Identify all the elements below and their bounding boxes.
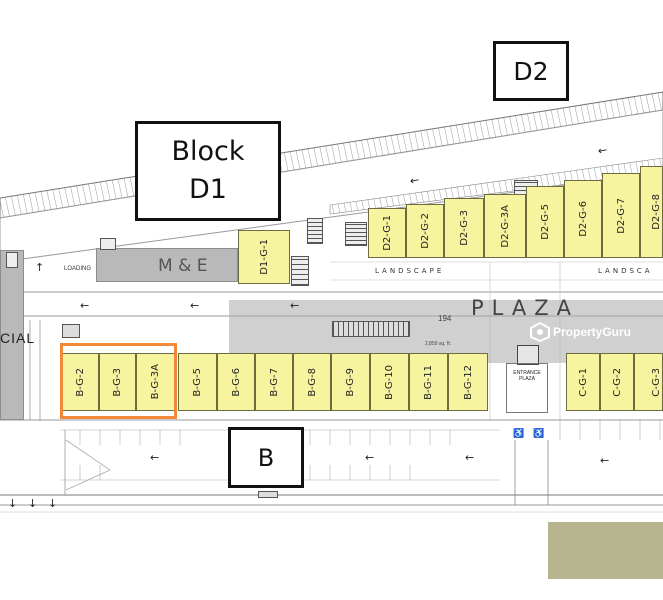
unit-d2-g-6[interactable]: D2-G-6 xyxy=(564,180,602,258)
arrow-left-icon: ← xyxy=(190,299,200,312)
entrance-plaza-line1: ENTRANCE xyxy=(513,370,541,376)
block-d1-line2: D1 xyxy=(189,174,227,205)
m-and-e-block xyxy=(96,248,238,282)
propertyguru-logo-icon xyxy=(530,322,550,342)
gate-marker xyxy=(258,491,278,498)
unit-label: C-G-2 xyxy=(611,367,623,397)
unit-label: C-G-1 xyxy=(577,367,589,397)
unit-b-g-9[interactable]: B-G-9 xyxy=(331,353,370,411)
unit-b-g-6[interactable]: B-G-6 xyxy=(217,353,255,411)
commercial-block xyxy=(0,250,24,420)
accessible-icon-1: ♿ xyxy=(513,428,525,438)
plaza-area-2: 2,859 sq. ft. xyxy=(425,341,452,347)
arrow-left-icon: ← xyxy=(596,143,609,158)
plaza-title: PLAZA xyxy=(471,296,579,320)
loading-label: LOADING xyxy=(64,266,92,272)
plaza-area-1: 194 xyxy=(438,314,452,323)
lift-box-6 xyxy=(62,324,80,338)
unit-d2-g-1[interactable]: D2-G-1 xyxy=(368,208,406,258)
propertyguru-watermark: PropertyGuru xyxy=(530,322,631,342)
unit-d2-g-3a[interactable]: D2-G-3A xyxy=(484,194,526,258)
unit-d2-g-2[interactable]: D2-G-2 xyxy=(406,204,444,258)
commercial-label: CIAL xyxy=(0,330,36,346)
unit-label: B-G-9 xyxy=(345,367,356,397)
olive-block xyxy=(548,522,663,579)
unit-b-g-5[interactable]: B-G-5 xyxy=(178,353,217,411)
watermark-band xyxy=(229,300,663,363)
lift-box-7 xyxy=(6,252,18,268)
m-and-e-label: M & E xyxy=(158,256,208,276)
arrow-down-icon: ↓ xyxy=(8,497,18,510)
block-d2-label: D2 xyxy=(493,41,569,101)
unit-c-g-2[interactable]: C-G-2 xyxy=(600,353,634,411)
unit-d2-g-7[interactable]: D2-G-7 xyxy=(602,173,640,258)
unit-label: D2-G-3 xyxy=(458,210,470,246)
lift-box-3 xyxy=(307,218,323,244)
unit-b-g-3a[interactable]: B-G-3A xyxy=(136,353,175,411)
unit-b-g-3[interactable]: B-G-3 xyxy=(99,353,136,411)
unit-b-g-2[interactable]: B-G-2 xyxy=(62,353,99,411)
unit-label: B-G-6 xyxy=(230,367,242,397)
unit-label: D2-G-7 xyxy=(615,197,627,234)
unit-d2-g-5[interactable]: D2-G-5 xyxy=(526,186,564,258)
entrance-plaza: ENTRANCE PLAZA xyxy=(506,363,548,413)
highlight-selection xyxy=(60,343,177,419)
stair-plaza xyxy=(332,321,410,337)
entrance-plaza-line2: PLAZA xyxy=(519,376,535,382)
unit-b-g-10[interactable]: B-G-10 xyxy=(370,353,409,411)
propertyguru-text: PropertyGuru xyxy=(553,325,632,339)
unit-b-g-7[interactable]: B-G-7 xyxy=(255,353,293,411)
arrow-left-icon: ← xyxy=(600,454,610,467)
accessible-icon-2: ♿ xyxy=(533,428,545,438)
lift-box-4 xyxy=(345,222,367,246)
arrow-down-icon: ↓ xyxy=(28,497,38,510)
unit-label: D2-G-5 xyxy=(539,204,551,240)
block-b-label: B xyxy=(228,427,304,488)
unit-label: D2-G-2 xyxy=(419,213,431,249)
arrow-left-icon: ← xyxy=(465,451,475,464)
unit-b-g-8[interactable]: B-G-8 xyxy=(293,353,331,411)
arrow-left-icon: ← xyxy=(150,451,160,464)
arrow-down-icon: ↓ xyxy=(48,497,58,510)
plaza-pillar xyxy=(517,345,539,365)
unit-label: B-G-7 xyxy=(268,367,280,397)
unit-d2-g-8[interactable]: D2-G-8 xyxy=(640,166,663,258)
unit-d2-g-3[interactable]: D2-G-3 xyxy=(444,198,484,258)
unit-label: B-G-8 xyxy=(306,367,318,397)
unit-d1-g-1-label: D1-G-1 xyxy=(258,239,270,275)
unit-label: C-G-3 xyxy=(651,367,662,397)
lift-box-2 xyxy=(291,256,309,286)
landscape-label-right: LANDSCA xyxy=(598,267,653,275)
unit-c-g-3[interactable]: C-G-3 xyxy=(634,353,663,411)
unit-label: D2-G-1 xyxy=(381,215,393,251)
unit-b-g-11[interactable]: B-G-11 xyxy=(409,353,448,411)
unit-label: D2-G-3A xyxy=(499,204,511,248)
unit-label: D2-G-8 xyxy=(651,194,662,230)
unit-label: B-G-11 xyxy=(423,364,434,400)
arrow-left-icon: ← xyxy=(290,299,300,312)
unit-c-g-1[interactable]: C-G-1 xyxy=(566,353,600,411)
block-d1-label: Block D1 xyxy=(135,121,281,221)
arrow-left-icon: ← xyxy=(408,173,421,188)
arrow-left-icon: ← xyxy=(80,299,90,312)
block-d1-line1: Block xyxy=(171,136,245,167)
unit-label: B-G-5 xyxy=(192,367,203,397)
unit-label: D2-G-6 xyxy=(577,201,589,237)
landscape-label-left: LANDSCAPE xyxy=(375,267,445,275)
unit-b-g-12[interactable]: B-G-12 xyxy=(448,353,488,411)
arrow-up-icon: ↑ xyxy=(35,261,45,274)
arrow-left-icon: ← xyxy=(365,451,375,464)
unit-d1-g-1[interactable]: D1-G-1 xyxy=(238,230,290,284)
lift-box-1 xyxy=(100,238,116,250)
unit-label: B-G-12 xyxy=(462,364,474,400)
unit-label: B-G-10 xyxy=(384,364,395,400)
